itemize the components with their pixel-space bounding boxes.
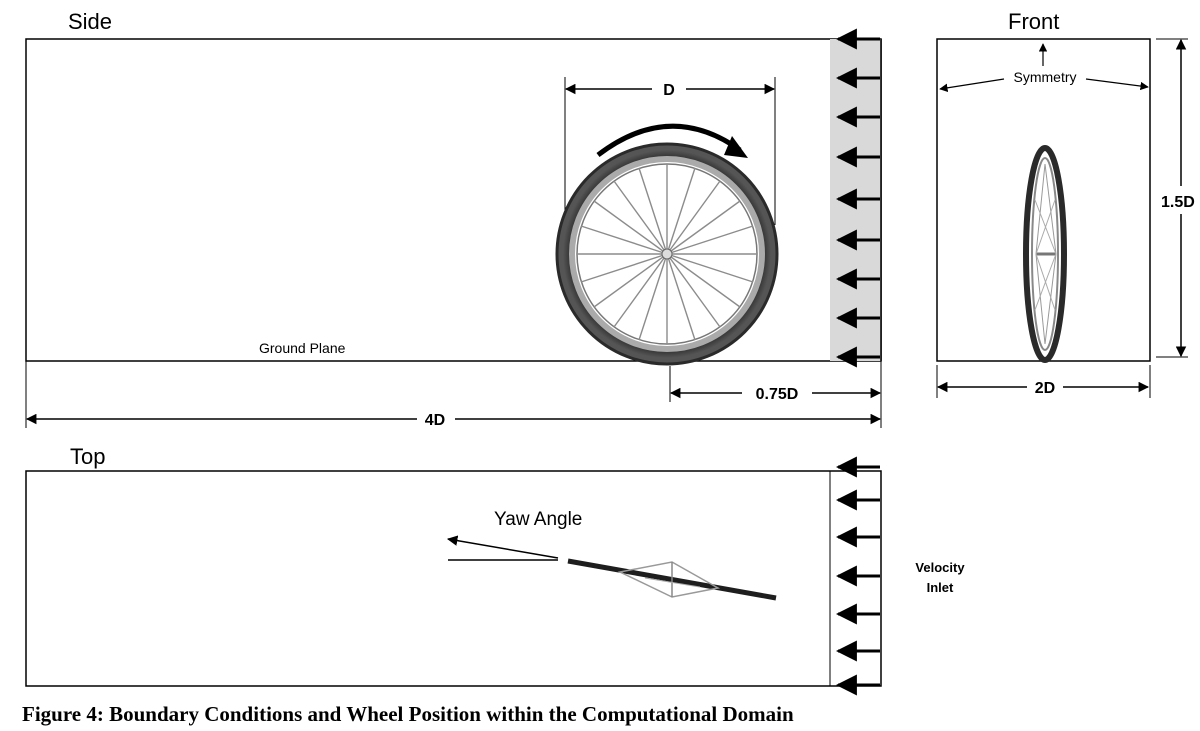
side-view-title: Side [68,9,112,34]
front-view-title: Front [1008,9,1059,34]
top-domain-box [25,470,882,687]
rotation-arrow-icon [596,123,742,157]
top-view-title: Top [70,444,105,469]
yaw-angle-label: Yaw Angle [494,509,582,530]
top-inlet-arrows [835,456,880,696]
wheel-diameter-label: D [663,82,675,99]
ground-plane-label: Ground Plane [259,340,346,356]
inlet-offset-label: 0.75D [756,386,799,403]
top-view: Top Yaw Angle Velocity Inlet [25,444,965,696]
figure-caption: Figure 4: Boundary Conditions and Wheel … [22,702,794,726]
side-inlet-arrows [835,28,880,368]
wheel-icon [555,142,779,366]
side-view: Side Ground Plane D [25,9,882,429]
front-view: Front Symmetry 1.5D 2D [936,9,1195,398]
velocity-inlet-label-line1: Velocity [915,560,965,575]
velocity-inlet-label-line2: Inlet [927,580,954,595]
domain-width-label: 2D [1035,380,1055,397]
domain-height-label: 1.5D [1161,194,1195,211]
front-domain-box [936,38,1151,362]
wheel-front-icon [1023,145,1067,363]
symmetry-label: Symmetry [1014,69,1077,85]
wheel-top-icon [567,558,777,601]
domain-length-label: 4D [425,412,445,429]
